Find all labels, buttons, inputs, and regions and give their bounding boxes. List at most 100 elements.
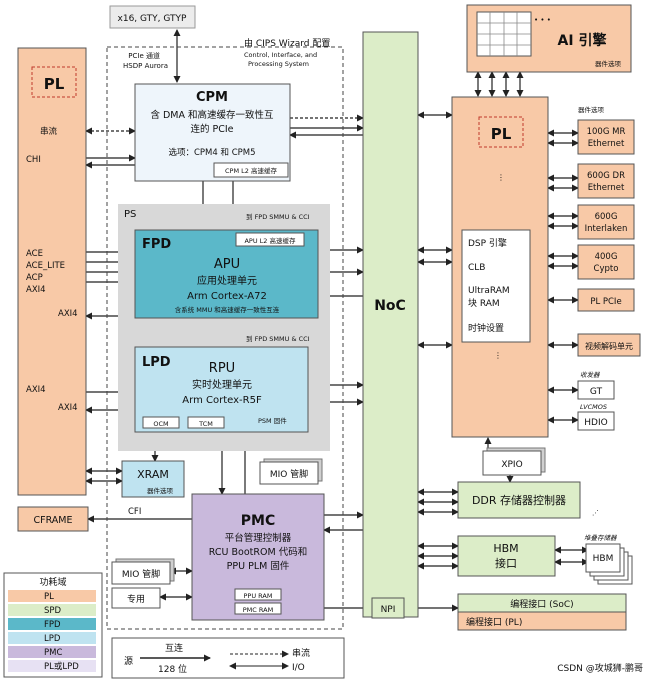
key-source: 源	[124, 656, 133, 667]
lpd-tag: LPD	[142, 355, 171, 370]
pmc-ram-box	[234, 602, 282, 615]
cfi-label: CFI	[128, 507, 141, 517]
hbm-block	[457, 535, 556, 577]
cpm-cache-label: CPM L2 高速缓存	[225, 166, 277, 175]
legend-label-pl-or-lpd: PL或LPD	[44, 661, 79, 672]
pl-left-axi4-label-2: AXI4	[58, 309, 78, 319]
cframe-label: CFRAME	[33, 515, 72, 526]
legend-items: PL SPD FPD LPD PMC PL或LPD	[8, 590, 96, 672]
legend-swatch-pl-or-lpd	[8, 660, 96, 672]
block-600g-dr-l2: Ethernet	[588, 183, 625, 193]
hsdp-label: HSDP Aurora	[123, 62, 168, 70]
ai-engine-grid-icon	[476, 11, 532, 57]
pmc-sub-3: PPU PLM 固件	[227, 560, 290, 572]
right-blocks: 100G MR Ethernet 600G DR Ethernet 600G I…	[577, 119, 641, 357]
hdio-label: HDIO	[584, 418, 607, 428]
xram-sub: 器件选项	[147, 486, 174, 495]
pl-left-axi4-label-1: AXI4	[26, 285, 46, 295]
cpm-desc-1: 含 DMA 和高速缓存一致性互	[150, 109, 274, 121]
pl-right-ultraram: UltraRAM	[468, 286, 510, 296]
cpm-title: CPM	[196, 90, 228, 105]
pl-right-clocking: 时钟设置	[468, 322, 504, 334]
pmc-sub-1: 平台管理控制器	[225, 532, 292, 544]
ddr-label: DDR 存储器控制器	[472, 493, 566, 507]
legend-title: 功耗域	[39, 576, 66, 588]
block-100g-mr	[577, 119, 635, 155]
apu-title: APU	[214, 257, 240, 272]
rpu-sub-1: 实时处理单元	[192, 378, 252, 391]
top-io-box	[109, 5, 196, 29]
legend-label-pmc: PMC	[44, 648, 62, 658]
block-100g-mr-l1: 100G MR	[587, 127, 626, 137]
cips-sub-2: Processing System	[248, 60, 309, 68]
key-width: 128 位	[158, 663, 187, 675]
cpm-cache-box	[213, 162, 289, 178]
pl-right-dsp: DSP 引擎	[468, 237, 507, 249]
cpm-options: 选项：CPM4 和 CPM5	[168, 147, 255, 158]
mio-box-2	[111, 561, 171, 585]
key-io: I/O	[292, 663, 305, 673]
pl-left-axi4-label-3: AXI4	[26, 385, 46, 395]
hbm-label-1: HBM	[493, 542, 518, 555]
hbm-stack-title: 堆叠存储器	[584, 534, 617, 542]
pl-left-axi4-label-4: AXI4	[58, 403, 78, 413]
block-600g-interlaken	[577, 204, 635, 240]
pl-left-chi-label: CHI	[26, 155, 41, 165]
xram-title: XRAM	[137, 468, 169, 481]
ai-engine-title: AI 引擎	[558, 32, 607, 49]
block-pl-pcie-label: PL PCIe	[590, 297, 621, 307]
pmc-sub-2: RCU BootROM 代码和	[209, 547, 307, 558]
legend-swatch-pmc	[8, 646, 96, 658]
apu-sub-2: Arm Cortex-A72	[187, 291, 267, 302]
legend-label-pl: PL	[44, 592, 54, 602]
hbm-label-2: 接口	[495, 557, 517, 570]
top-io-label: x16, GTY, GTYP	[118, 14, 188, 24]
mio-box-1	[259, 461, 319, 485]
pl-right-ellipsis-2: ⋮	[494, 351, 502, 360]
tcm-box	[187, 416, 225, 429]
hbm-stack-icon	[585, 543, 633, 585]
transceiver-label: 收发器	[580, 371, 600, 379]
pl-right-clb: CLB	[468, 263, 485, 273]
pl-right-ellipsis: ⋮	[497, 173, 505, 182]
mio-label-1: MIO 管脚	[270, 468, 308, 480]
ddr-block	[457, 481, 581, 519]
xpio-label: XPIO	[501, 460, 522, 470]
legend-label-lpd: LPD	[44, 634, 61, 644]
ddr-ellipsis: ⋰	[592, 509, 599, 517]
block-600g-interlaken-l2: Interlaken	[585, 224, 628, 234]
cips-sub-1: Control, Interface, and	[244, 51, 317, 59]
rpu-sub-2: Arm Cortex-R5F	[182, 395, 262, 406]
block-600g-interlaken-l1: 600G	[595, 212, 618, 222]
noc-label: NoC	[374, 298, 406, 314]
legend-swatch-fpd	[8, 618, 96, 630]
ocm-label: OCM	[153, 420, 168, 428]
watermark: CSDN @攻城狮-鹏哥	[557, 662, 643, 674]
lvcmos-label: LVCMOS	[580, 403, 607, 411]
block-400g-crypto-l2: Cypto	[594, 264, 619, 274]
key-stream: 串流	[292, 647, 310, 659]
ocm-box	[142, 416, 180, 429]
dedicated-box	[111, 587, 161, 609]
pl-left-title-box	[31, 66, 77, 98]
legend-swatch-lpd	[8, 632, 96, 644]
pl-left-ace-label: ACE	[26, 249, 43, 259]
prog-pl-label: 编程接口 (PL)	[466, 616, 522, 628]
ppu-ram-label: PPU RAM	[244, 592, 273, 600]
apu-cache-label: APU L2 高速缓存	[244, 236, 296, 245]
legend-swatch-pl	[8, 590, 96, 602]
fpd-smmu-label-2: 到 FPD SMMU & CCI	[246, 335, 310, 343]
pcie-lane-label: PCIe 通道	[128, 51, 160, 60]
apu-cache-box	[235, 232, 305, 247]
block-100g-mr-l2: Ethernet	[588, 139, 625, 149]
pmc-title: PMC	[241, 513, 275, 529]
tcm-label: TCM	[198, 420, 213, 428]
pl-right-title: PL	[491, 125, 512, 143]
npi-label: NPI	[381, 605, 396, 615]
cips-title: 由 CIPS Wizard 配置	[244, 37, 330, 49]
ps-label: PS	[124, 209, 136, 220]
gt-label: GT	[590, 387, 603, 397]
dedicated-label: 专用	[127, 593, 145, 605]
block-400g-crypto-l1: 400G	[595, 252, 618, 262]
psm-label: PSM 固件	[258, 416, 287, 425]
